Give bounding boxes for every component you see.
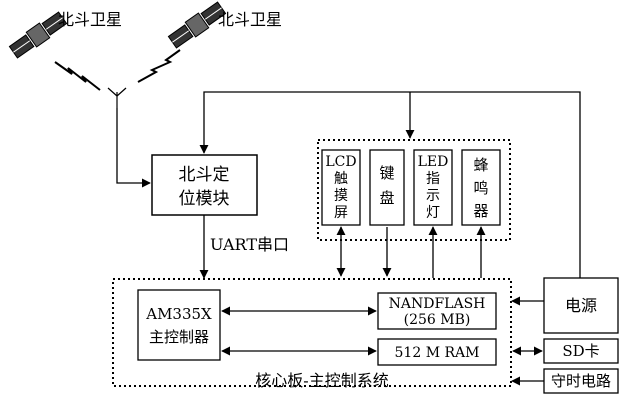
lcd-line1: LCD <box>325 154 356 170</box>
sd-card-label: SD卡 <box>562 342 599 360</box>
lcd-line3: 摸 <box>334 188 348 204</box>
cpu-line1: AM335X <box>145 305 212 323</box>
led-line3: 示 <box>426 188 440 204</box>
antenna-icon <box>108 88 126 108</box>
signal-left-icon <box>55 62 100 90</box>
core-board-label: 核心板-主控制系统 <box>255 371 388 390</box>
ram-label: 512 M RAM <box>395 345 480 361</box>
gnss-module-line1: 北斗定 <box>179 165 230 185</box>
lcd-line4: 屏 <box>334 205 348 221</box>
uart-label: UART串口 <box>210 235 289 254</box>
lcd-line2: 触 <box>334 171 348 187</box>
nandflash-line1: NANDFLASH <box>389 296 486 312</box>
keyboard-box <box>370 150 404 225</box>
buzzer-line1: 蜂 <box>473 156 488 174</box>
buzzer-line2: 鸣 <box>473 179 488 197</box>
power-label: 电源 <box>565 296 597 315</box>
led-line1: LED <box>418 154 449 170</box>
signal-right-icon <box>138 50 180 82</box>
satellite-right-label: 北斗卫星 <box>218 10 282 29</box>
buzzer-line3: 器 <box>473 202 488 220</box>
nandflash-line2: (256 MB) <box>404 312 471 328</box>
keyboard-line2: 盘 <box>379 189 394 207</box>
satellite-left-label: 北斗卫星 <box>58 10 122 29</box>
led-line4: 灯 <box>426 205 440 221</box>
led-line2: 指 <box>426 171 440 187</box>
antenna-to-gnss-line <box>117 108 150 183</box>
cpu-box <box>138 290 220 360</box>
timekeeping-label: 守时电路 <box>551 372 611 390</box>
gnss-module-line2: 位模块 <box>179 189 230 209</box>
cpu-line2: 主控制器 <box>149 328 209 346</box>
keyboard-line1: 键 <box>379 164 394 182</box>
